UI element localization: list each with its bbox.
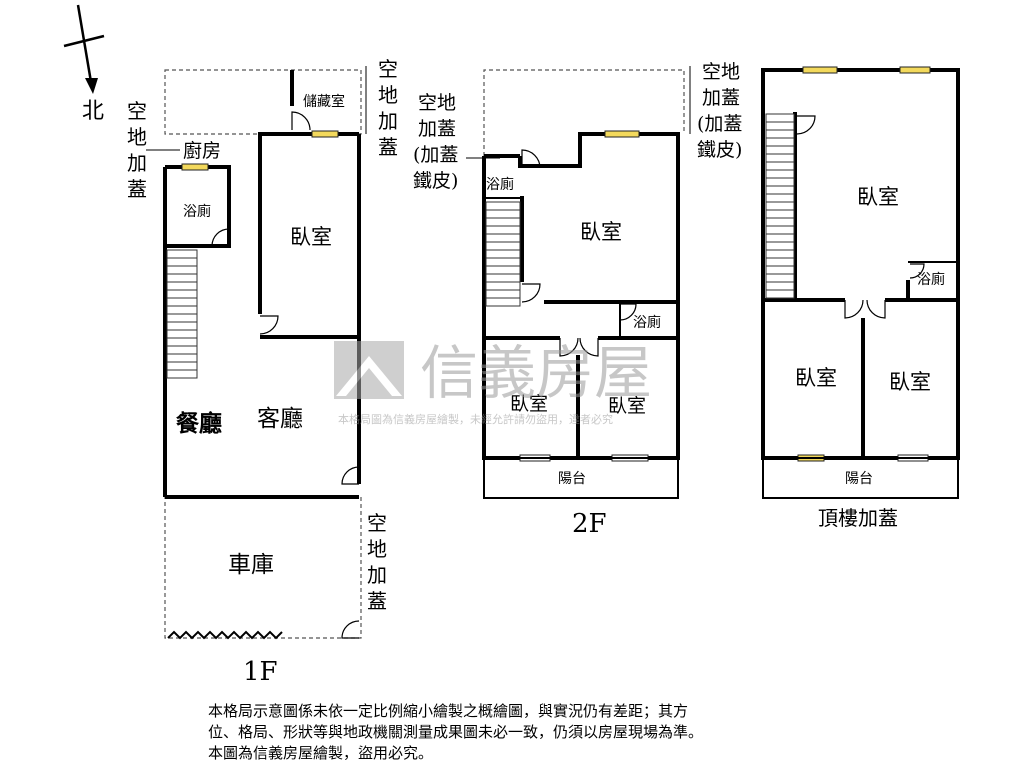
- annotation-left-addition-4: 蓋: [127, 177, 147, 201]
- room-bath: 浴廁: [183, 203, 211, 220]
- annotation-bottom-addition-2: 地: [367, 537, 387, 561]
- window: [899, 66, 931, 74]
- window: [311, 130, 339, 138]
- annotation-left-addition-3: 加: [127, 151, 147, 175]
- annotation-f2-right-3: (加蓋: [697, 113, 742, 135]
- room-bedroom-right: 臥室: [608, 395, 646, 417]
- room-balcony: 陽台: [845, 471, 873, 487]
- disclaimer: 本格局示意圖係未依一定比例縮小繪製之概繪圖，與實況仍有差距；其方 位、格局、形狀…: [208, 701, 848, 764]
- annotation-f2-left-1: 空地: [418, 92, 456, 114]
- annotation-left-addition-1: 空: [127, 99, 147, 123]
- room-garage: 車庫: [228, 552, 274, 578]
- room-bedroom-main: 臥室: [580, 220, 622, 244]
- annotation-f2-left-2: 加蓋: [418, 118, 456, 140]
- annotation-top-addition-1: 空: [378, 57, 398, 81]
- room-living: 客廳: [257, 406, 303, 432]
- floor1-stairs: [166, 249, 198, 379]
- room-bath-top: 浴廁: [486, 176, 514, 193]
- window: [181, 163, 209, 171]
- floor-2: 浴廁 臥室 浴廁 臥室 臥室 陽台 2F 空地 加蓋 (加蓋 鐵皮) 空地 加蓋…: [413, 61, 742, 539]
- annotation-top-addition-2: 地: [378, 83, 398, 107]
- watermark-notice: 本格局圖為信義房屋繪製，未經允許請勿盜用，違者必究: [338, 412, 613, 426]
- room-bedroom-right: 臥室: [889, 370, 931, 394]
- floor-1: 儲藏室 廚房 浴廁 臥室 餐廳 客廳 車庫 1F 空 地 加 蓋 空 地 加 蓋…: [127, 57, 398, 687]
- rooftop-stairs: [765, 113, 795, 299]
- annotation-f2-right-2: 加蓋: [702, 87, 740, 109]
- annotation-top-addition-3: 加: [378, 109, 398, 133]
- annotation-f2-left-4: 鐵皮): [413, 170, 458, 192]
- room-balcony: 陽台: [558, 471, 586, 487]
- annotation-top-addition-4: 蓋: [378, 135, 398, 159]
- north-label: 北: [82, 99, 104, 124]
- room-bedroom: 臥室: [290, 225, 332, 249]
- floor1-label: 1F: [243, 657, 278, 687]
- room-dining: 餐廳: [176, 410, 222, 437]
- floor2-stairs: [485, 201, 521, 307]
- annotation-f2-right-1: 空地: [702, 61, 740, 83]
- compass: 北: [63, 4, 105, 124]
- rooftop-label: 頂樓加蓋: [818, 506, 898, 530]
- room-kitchen: 廚房: [183, 139, 221, 162]
- room-bedroom-left: 臥室: [510, 393, 548, 415]
- window: [802, 66, 838, 74]
- annotation-left-addition-2: 地: [127, 125, 147, 149]
- room-bath-mid: 浴廁: [633, 314, 661, 331]
- balcony-outline: [762, 457, 959, 499]
- room-bedroom-main: 臥室: [857, 185, 899, 209]
- rooftop-floor: 臥室 浴廁 臥室 臥室 陽台 頂樓加蓋: [761, 66, 960, 530]
- disclaimer-line: 本格局示意圖係未依一定比例縮小繪製之概繪圖，與實況仍有差距；其方: [208, 702, 689, 720]
- disclaimer-line: 位、格局、形狀等與地政機關測量成果圖未必一致，仍須以房屋現場為準。: [208, 723, 704, 741]
- annotation-bottom-addition-1: 空: [367, 511, 387, 535]
- balcony-outline: [483, 457, 679, 499]
- window: [604, 130, 640, 138]
- annotation-bottom-addition-4: 蓋: [367, 589, 387, 613]
- watermark-brand: 信義房屋: [420, 339, 652, 407]
- disclaimer-line: 本圖為信義房屋繪製，盜用必究。: [208, 744, 434, 762]
- annotation-bottom-addition-3: 加: [367, 563, 387, 587]
- room-bath: 浴廁: [917, 271, 945, 288]
- room-storage: 儲藏室: [303, 93, 345, 110]
- annotation-f2-right-4: 鐵皮): [697, 139, 742, 161]
- room-bedroom-left: 臥室: [795, 366, 837, 390]
- floor2-label: 2F: [572, 509, 607, 539]
- watermark: 信義房屋 本格局圖為信義房屋繪製，未經允許請勿盜用，違者必究: [334, 339, 652, 426]
- annotation-f2-left-3: (加蓋: [413, 144, 458, 166]
- watermark-logo-icon: [334, 341, 404, 399]
